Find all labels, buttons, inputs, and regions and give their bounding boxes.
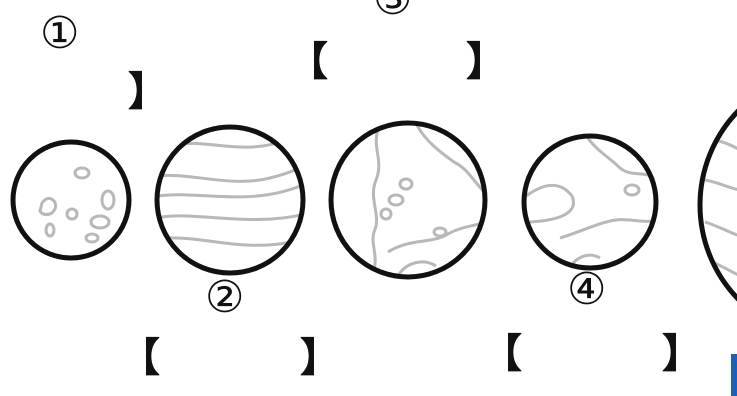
planet-small-continental [524, 136, 656, 268]
planet-small-rocky [13, 142, 129, 258]
planet-banded [157, 127, 305, 273]
edge-accent-mark [731, 354, 737, 396]
planet-large-partial [700, 70, 737, 396]
planet-small-rocky-outline [13, 142, 129, 258]
planet-continental [331, 123, 488, 277]
